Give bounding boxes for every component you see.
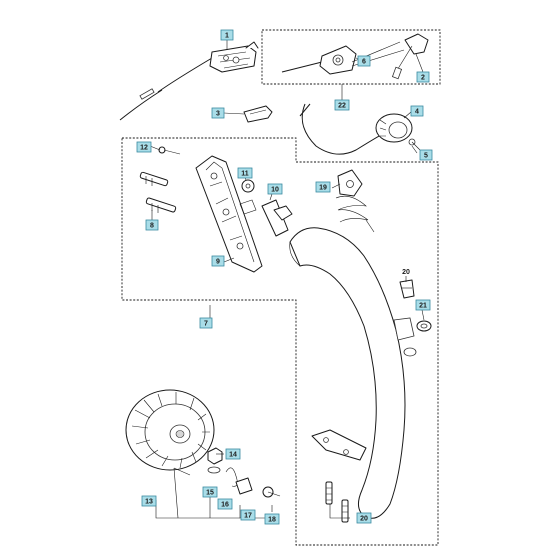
callout-11: 11	[237, 167, 253, 179]
svg-text:5: 5	[424, 153, 428, 160]
svg-text:6: 6	[362, 59, 366, 66]
front-handle-bar	[289, 227, 417, 519]
damper-spring-assembly	[335, 169, 375, 233]
handle-frame	[195, 155, 263, 273]
callout-3: 3	[211, 107, 225, 119]
svg-text:13: 13	[145, 499, 153, 506]
svg-text:2: 2	[421, 75, 425, 82]
svg-text:18: 18	[268, 517, 276, 524]
svg-text:9: 9	[216, 259, 220, 266]
bolt-20-lower	[325, 481, 349, 523]
callout-7: 7	[199, 317, 213, 329]
callout-4: 4	[410, 105, 424, 117]
svg-text:16: 16	[221, 502, 229, 509]
callout-13: 13	[141, 495, 157, 507]
svg-text:15: 15	[206, 490, 214, 497]
callout-1: 1	[220, 29, 234, 41]
svg-text:14: 14	[229, 452, 237, 459]
group-box-7	[121, 137, 439, 546]
callout-15: 15	[202, 486, 218, 498]
svg-text:20: 20	[360, 516, 368, 523]
callout-21: 21	[415, 299, 431, 311]
label-20-upper: 20	[402, 269, 410, 276]
svg-text:8: 8	[150, 223, 154, 230]
svg-text:4: 4	[415, 109, 419, 116]
callout-8: 8	[145, 219, 159, 231]
trigger-part-10	[261, 199, 293, 237]
callout-2: 2	[416, 71, 430, 83]
ignition-module-assembly	[299, 103, 421, 155]
pivot-part-11	[239, 179, 257, 215]
callout-6: 6	[357, 55, 371, 67]
callout-14: 14	[225, 448, 241, 460]
svg-text:3: 3	[216, 111, 220, 118]
callout-17: 17	[240, 509, 256, 521]
screw-12	[158, 146, 181, 155]
svg-text:1: 1	[225, 33, 229, 40]
callout-22: 22	[334, 99, 350, 111]
svg-text:12: 12	[140, 145, 148, 152]
flywheel-hardware	[207, 447, 281, 498]
clip-part	[243, 105, 273, 123]
callout-9: 9	[211, 255, 225, 267]
svg-text:11: 11	[241, 171, 249, 178]
svg-text:7: 7	[204, 321, 208, 328]
callout-10: 10	[267, 183, 283, 195]
lower-bracket	[311, 429, 367, 461]
callout-20-lower: 20	[356, 512, 372, 524]
callout-5: 5	[419, 149, 433, 161]
svg-text:17: 17	[244, 513, 252, 520]
svg-text:21: 21	[419, 303, 427, 310]
flywheel	[125, 389, 215, 471]
bolt-lower	[145, 197, 177, 213]
svg-text:19: 19	[319, 185, 327, 192]
bolt-upper	[139, 171, 169, 187]
callout-18: 18	[264, 513, 280, 525]
svg-text:10: 10	[271, 187, 279, 194]
throttle-trigger-assembly	[119, 41, 259, 121]
washer-21	[416, 320, 432, 332]
group-box-22	[261, 29, 441, 85]
bolt-20-upper	[399, 279, 415, 299]
callout-16: 16	[217, 498, 233, 510]
svg-text:22: 22	[338, 103, 346, 110]
callout-12: 12	[136, 141, 152, 153]
callout-19: 19	[315, 181, 331, 193]
cable-bracket-assembly	[281, 33, 429, 80]
